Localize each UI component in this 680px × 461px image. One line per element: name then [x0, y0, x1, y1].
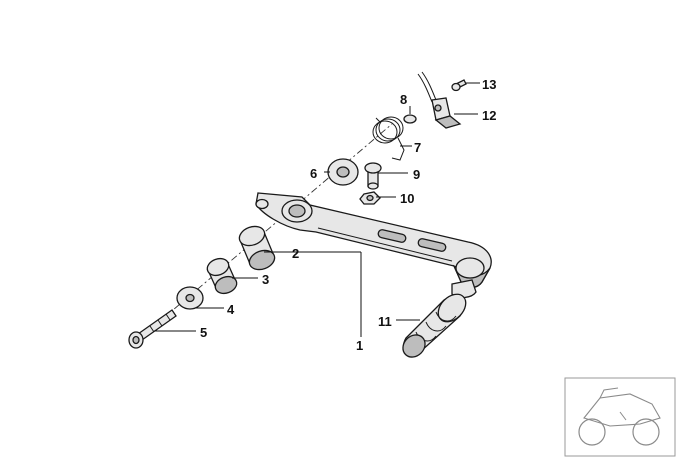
bushing — [238, 225, 276, 271]
motorcycle-thumbnail — [564, 377, 676, 457]
callout-2: 2 — [292, 246, 299, 261]
pin — [364, 162, 382, 190]
shift-lever-rubber — [402, 293, 467, 358]
washer — [176, 286, 204, 310]
callout-13: 13 — [482, 77, 496, 92]
hex-bolt — [128, 309, 177, 349]
callout-12: 12 — [482, 108, 496, 123]
callout-9: 9 — [413, 167, 420, 182]
callout-4: 4 — [227, 302, 235, 317]
circlip — [403, 114, 417, 124]
callout-8: 8 — [400, 92, 407, 107]
callout-5: 5 — [200, 325, 207, 340]
spacer-sleeve — [206, 257, 238, 295]
callout-10: 10 — [400, 191, 414, 206]
callout-7: 7 — [414, 140, 421, 155]
nut — [359, 191, 381, 205]
small-screw — [451, 79, 467, 92]
torsion-spring — [372, 116, 405, 161]
callout-11: 11 — [378, 314, 392, 329]
washer-top — [327, 158, 359, 186]
callout-1: 1 — [356, 338, 363, 353]
switch-with-cable — [417, 71, 462, 129]
callout-6: 6 — [310, 166, 317, 181]
shift-lever — [255, 192, 492, 299]
callout-3: 3 — [262, 272, 269, 287]
leader-lines — [154, 82, 480, 337]
